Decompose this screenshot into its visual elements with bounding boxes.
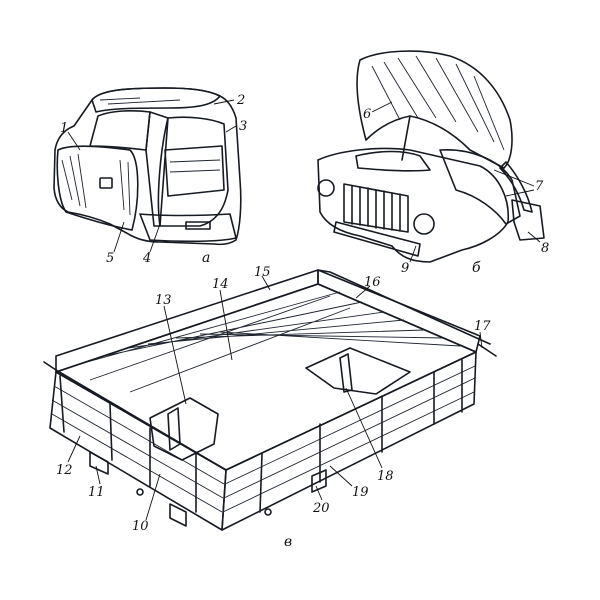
radiator-grille <box>343 183 409 233</box>
hood-prop <box>401 115 411 161</box>
label-3: 3 <box>239 119 247 134</box>
leader-16 <box>355 285 371 299</box>
label-6: 6 <box>363 107 371 122</box>
label-13: 13 <box>155 293 172 308</box>
leader-19 <box>329 465 353 487</box>
subfigure-label-hood: б <box>472 260 481 276</box>
bumper <box>333 221 421 257</box>
label-11: 11 <box>88 485 105 500</box>
leader-17 <box>479 331 483 349</box>
stakes-right <box>259 359 463 513</box>
label-20: 20 <box>312 501 330 516</box>
leader-14 <box>219 289 233 361</box>
leader-20 <box>315 485 323 501</box>
leader-12 <box>67 435 81 463</box>
fender-wing <box>439 149 521 225</box>
label-17: 17 <box>474 319 491 334</box>
label-19: 19 <box>352 485 369 500</box>
label-7: 7 <box>535 179 544 194</box>
leader-7a <box>493 169 535 187</box>
leader-15 <box>261 275 271 291</box>
cab-windshield-left <box>89 110 151 151</box>
hood-hatching <box>371 55 505 151</box>
cab-pillar <box>145 111 169 227</box>
label-5: 5 <box>106 251 114 266</box>
hood-assembly <box>317 50 545 263</box>
wheel-well-left-hatch <box>167 407 181 451</box>
leader-9 <box>409 245 417 263</box>
top-rail-far <box>317 269 491 345</box>
cross-beam-3 <box>311 469 327 493</box>
leader-5 <box>113 221 125 253</box>
stakes-front <box>59 375 197 513</box>
leader-6 <box>371 101 393 113</box>
label-2: 2 <box>236 93 245 108</box>
hood-panel <box>356 50 513 169</box>
leader-2 <box>213 99 235 105</box>
headlight-left <box>317 179 335 197</box>
cab-front-panel <box>56 145 139 231</box>
cab-door-opening <box>157 116 229 227</box>
label-9: 9 <box>401 261 409 276</box>
body-side-right <box>221 351 477 531</box>
rail-end-17 <box>477 343 497 357</box>
wheel-well-left <box>149 397 219 461</box>
cab-interior <box>164 145 225 197</box>
label-15: 15 <box>254 265 271 280</box>
latch-a <box>136 488 144 496</box>
body-floor <box>55 283 477 471</box>
label-10: 10 <box>132 519 149 534</box>
subfigure-label-body: в <box>284 534 292 550</box>
cross-beam-2 <box>169 503 187 527</box>
leader-7b <box>505 189 535 197</box>
leader-10 <box>145 473 161 521</box>
leader-1 <box>67 131 81 151</box>
cab-hatching <box>61 97 221 216</box>
cab-sill <box>139 213 237 243</box>
cab-emblem <box>99 177 113 189</box>
leader-8 <box>527 231 541 243</box>
mudguard-bracket <box>511 199 545 241</box>
body-back-board <box>55 269 319 373</box>
headlight-right <box>413 213 435 235</box>
label-16: 16 <box>364 275 381 290</box>
hood-brace <box>499 161 533 213</box>
label-12: 12 <box>56 463 73 478</box>
cab-step <box>185 221 211 230</box>
subfigure-label-cab: а <box>202 250 210 266</box>
engine-bay <box>355 150 431 172</box>
label-8: 8 <box>541 241 549 256</box>
latch-b <box>264 508 272 516</box>
leader-3 <box>225 125 237 133</box>
body-far-board <box>317 269 481 353</box>
wheel-well-right-hatch <box>339 353 353 393</box>
label-18: 18 <box>377 469 394 484</box>
leader-18 <box>345 387 383 469</box>
leader-13 <box>163 305 187 405</box>
cargo-body-assembly <box>43 269 497 531</box>
floor-planks <box>79 291 461 393</box>
leader-4 <box>149 223 161 253</box>
label-4: 4 <box>142 251 151 266</box>
grille-bars <box>351 185 401 232</box>
cab-assembly <box>53 87 242 246</box>
cross-beam-1 <box>89 451 109 475</box>
cab-roof <box>91 87 221 113</box>
label-14: 14 <box>212 277 229 292</box>
wheel-well-right <box>305 347 411 395</box>
label-1: 1 <box>60 121 68 136</box>
fender-body <box>317 147 510 263</box>
leader-11 <box>95 465 101 485</box>
